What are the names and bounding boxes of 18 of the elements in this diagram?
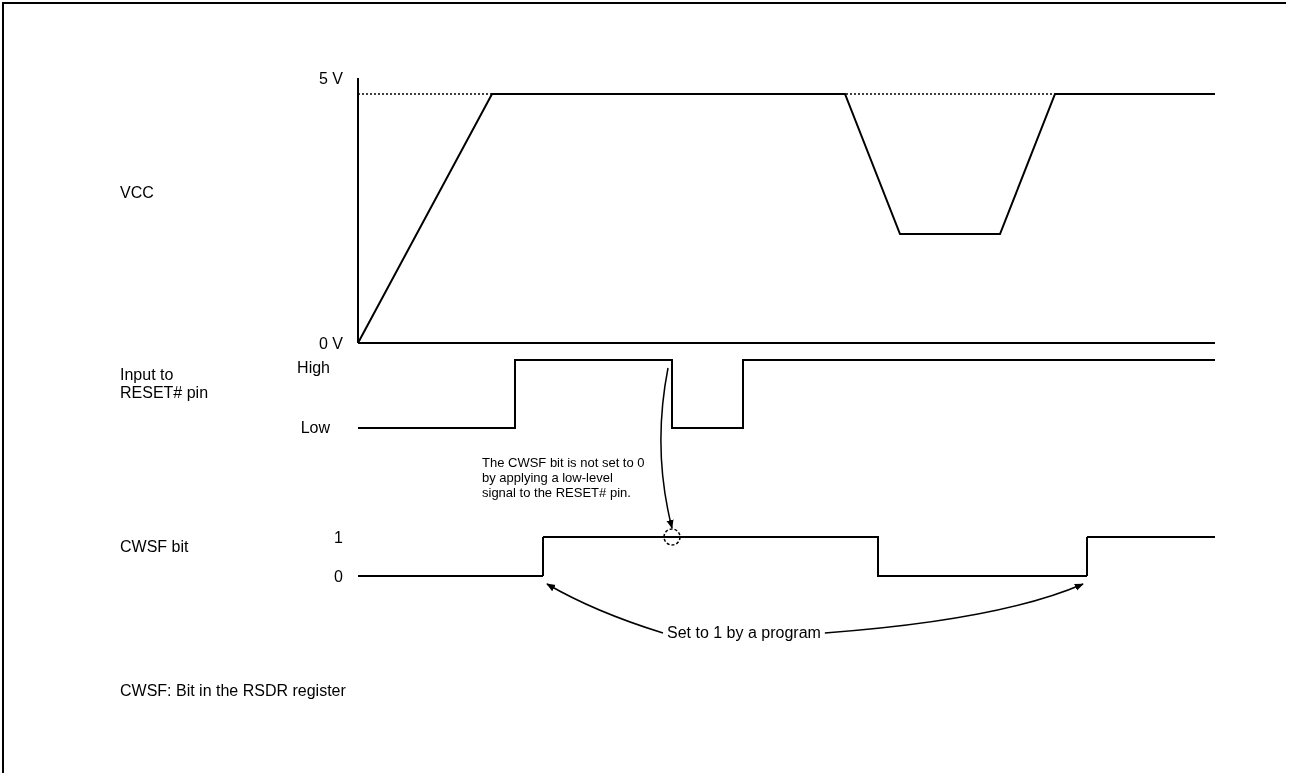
level-label: High <box>296 359 330 377</box>
curved-arrow <box>824 583 1084 634</box>
rising-edge <box>1086 536 1088 577</box>
level-label: 0 <box>333 568 343 586</box>
curved-arrow <box>660 367 674 529</box>
curved-arrow <box>546 583 664 634</box>
axis-label: 5 V <box>318 70 343 88</box>
footnote-text: CWSF: Bit in the RSDR register <box>120 682 346 700</box>
note-text: The CWSF bit is not set to 0 by applying a low-level signal to the RESET# pin. <box>482 455 646 500</box>
dashed-circle <box>663 528 681 546</box>
signal-label: CWSF bit <box>120 538 189 556</box>
signal-label: Input to RESET# pin <box>120 366 210 402</box>
level-label: 1 <box>333 529 343 547</box>
signal-label: VCC <box>120 184 154 202</box>
annotation-text: Set to 1 by a program <box>667 624 821 642</box>
axis-label: 0 V <box>318 335 343 353</box>
level-label: Low <box>299 419 330 437</box>
rising-edge <box>542 536 544 577</box>
